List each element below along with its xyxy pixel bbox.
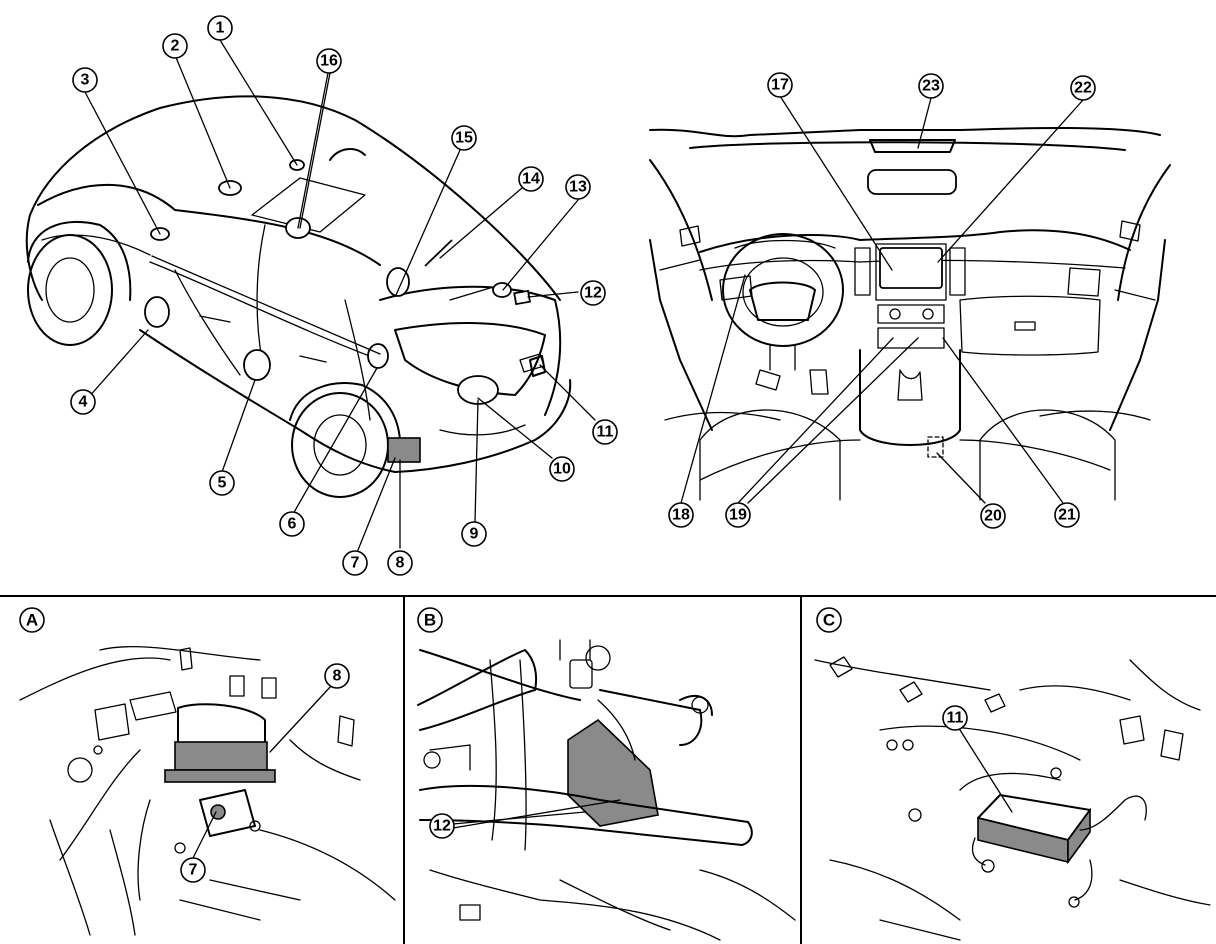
callout-number: 12 [433, 818, 451, 835]
interior-view [649, 95, 1171, 504]
callout-number: 15 [455, 130, 473, 147]
callout-10: 10 [549, 456, 575, 482]
detail-panel-a: A 8 7 [19, 607, 396, 936]
callout-number: 10 [553, 461, 571, 478]
callout-16: 16 [316, 48, 342, 74]
callout-11: 11 [592, 419, 618, 445]
callout-3: 3 [72, 67, 98, 93]
callout-number: 4 [79, 394, 88, 411]
callout-17: 17 [767, 72, 793, 98]
callout-21: 21 [1054, 502, 1080, 528]
callout-9: 9 [461, 521, 487, 547]
callout-number: 14 [522, 171, 540, 188]
callout-12: 12 [580, 280, 606, 306]
panel-b-label: B [417, 607, 443, 633]
callout-14: 14 [518, 166, 544, 192]
callout-5: 5 [209, 470, 235, 496]
panel-c-label: C [816, 607, 842, 633]
callout-13: 13 [565, 174, 591, 200]
callout-number: 3 [81, 72, 90, 89]
callout-number: 11 [947, 710, 964, 727]
callout-number: 11 [597, 424, 614, 441]
callout-number: 5 [218, 475, 227, 492]
callout-number: 17 [771, 77, 789, 94]
callout-number: 7 [189, 862, 198, 879]
callout-number: A [26, 611, 38, 630]
callout-number: 1 [216, 20, 225, 37]
callout-number: 19 [729, 507, 747, 524]
callout-number: 18 [672, 507, 690, 524]
panel-a-callout-8: 8 [324, 663, 350, 689]
callout-7: 7 [342, 550, 368, 576]
interior-callouts: 17 18 19 20 21 22 23 [668, 72, 1096, 529]
callout-number: 20 [984, 508, 1002, 525]
panel-c-callout-11: 11 [942, 705, 968, 731]
exterior-vehicle-view [25, 39, 596, 551]
panel-a-callout-7: 7 [180, 857, 206, 883]
callout-number: 2 [171, 38, 180, 55]
panel-a-label: A [19, 607, 45, 633]
panel-b-callout-12: 12 [429, 813, 455, 839]
callout-15: 15 [451, 125, 477, 151]
callout-4: 4 [70, 389, 96, 415]
callout-number: C [823, 611, 835, 630]
callout-number: 21 [1058, 507, 1076, 524]
callout-2: 2 [162, 33, 188, 59]
detail-panel-c: C 11 [814, 607, 1211, 941]
callout-6: 6 [279, 511, 305, 537]
callout-number: 8 [333, 668, 342, 685]
callout-1: 1 [207, 15, 233, 41]
callout-23: 23 [918, 73, 944, 99]
callout-8: 8 [387, 550, 413, 576]
callout-number: B [424, 611, 436, 630]
callout-number: 16 [320, 53, 338, 70]
callout-number: 6 [288, 516, 297, 533]
callout-number: 13 [569, 179, 587, 196]
detail-panels-frame [0, 595, 1216, 944]
exterior-callouts: 1 2 3 4 5 6 7 8 9 10 11 12 13 14 15 16 [70, 15, 618, 576]
callout-number: 22 [1074, 80, 1092, 97]
callout-22: 22 [1070, 75, 1096, 101]
callout-number: 12 [584, 285, 602, 302]
callout-19: 19 [725, 502, 751, 528]
callout-number: 8 [396, 555, 405, 572]
callout-number: 23 [922, 78, 940, 95]
callout-18: 18 [668, 502, 694, 528]
callout-number: 7 [351, 555, 360, 572]
callout-number: 9 [470, 526, 479, 543]
callout-20: 20 [980, 503, 1006, 529]
detail-panel-b: B 12 [417, 607, 796, 941]
